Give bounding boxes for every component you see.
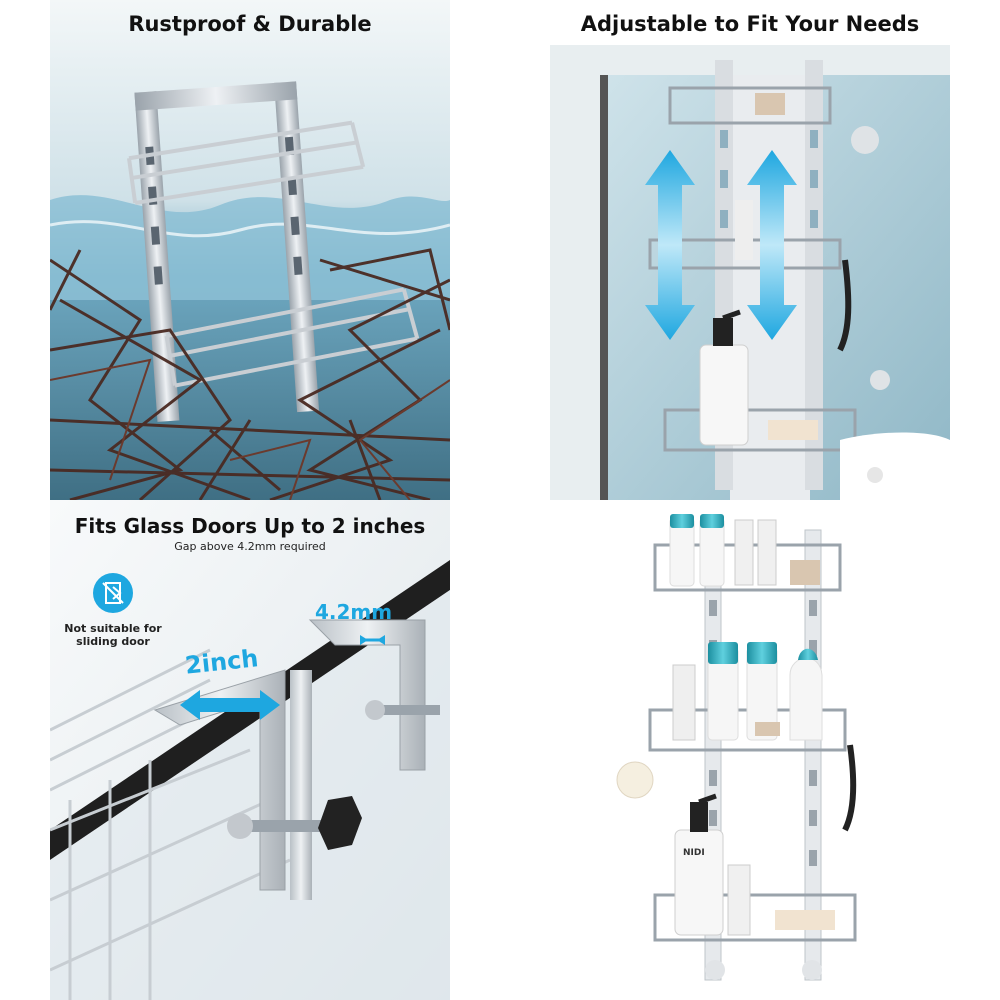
product-image xyxy=(616,514,857,981)
no-sliding-door-icon xyxy=(93,573,133,613)
panel-subtitle: Gap above 4.2mm required xyxy=(174,540,326,553)
adjustable-scene-image xyxy=(550,45,950,500)
gap-label: 4.2mm xyxy=(315,600,393,624)
panel-glass-doors: Fits Glass Doors Up to 2 inches Gap abov… xyxy=(50,500,450,1000)
panel-adjustable: Adjustable to Fit Your Needs xyxy=(550,0,950,500)
panel-rustproof: Rustproof & Durable xyxy=(50,0,450,500)
bottle-brand-label: NIDI xyxy=(683,848,705,858)
panel-title: Adjustable to Fit Your Needs xyxy=(580,12,920,36)
rustproof-scene-image xyxy=(50,0,450,500)
panel-product: NIDI xyxy=(550,500,950,1000)
warning-text: Not suitable for sliding door xyxy=(64,622,162,648)
panel-title: Fits Glass Doors Up to 2 inches xyxy=(74,514,426,538)
panel-title: Rustproof & Durable xyxy=(128,12,372,36)
